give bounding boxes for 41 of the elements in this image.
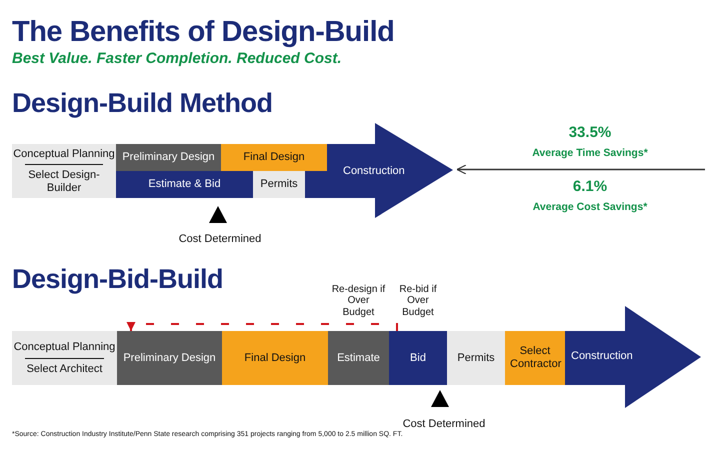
segment-label: Estimate bbox=[337, 352, 380, 364]
phase-segment bbox=[221, 144, 327, 171]
segment-label: Select Contractor bbox=[510, 345, 560, 371]
title: The Benefits of Design-Build bbox=[12, 16, 394, 49]
phase-arrow bbox=[565, 306, 701, 408]
stat-caption: Average Cost Savings* bbox=[532, 201, 648, 213]
segment-label: Conceptual Planning bbox=[14, 340, 116, 354]
stat-value: 33.5% bbox=[568, 124, 612, 141]
segment-label: Permits bbox=[457, 352, 495, 364]
subtitle: Best Value. Faster Completion. Reduced Cost. bbox=[12, 50, 342, 67]
segment-label: Final Design bbox=[243, 151, 305, 164]
segment-label: Select Design-Builder bbox=[27, 169, 101, 194]
segment-label: Conceptual Planning bbox=[13, 148, 115, 160]
segment-label: Estimate & Bid bbox=[148, 178, 221, 191]
segment-label: Bid bbox=[410, 352, 426, 364]
phase-segment bbox=[222, 331, 328, 385]
segment-label: Preliminary Design bbox=[123, 352, 216, 364]
phase-segment bbox=[12, 144, 116, 198]
phase-segment bbox=[117, 331, 222, 385]
phase-arrow bbox=[305, 123, 453, 218]
phase-segment bbox=[253, 171, 305, 198]
stat-value: 6.1% bbox=[572, 178, 608, 195]
milestone-label: Cost Determined bbox=[402, 418, 486, 430]
section-heading: Design-Bid-Build bbox=[12, 264, 223, 295]
note-label: Re-design if Over Budget bbox=[332, 284, 386, 318]
stat-caption: Average Time Savings* bbox=[531, 147, 649, 159]
phase-segment bbox=[116, 171, 253, 198]
note-label: Re-bid if Over Budget bbox=[398, 284, 438, 318]
section-heading: Design-Build Method bbox=[12, 88, 272, 119]
phase-segment bbox=[447, 331, 505, 385]
arrow bbox=[456, 164, 705, 175]
phase-segment bbox=[116, 144, 221, 171]
milestone-label: Cost Determined bbox=[178, 233, 262, 245]
phase-segment bbox=[505, 331, 565, 385]
segment-label: Permits bbox=[260, 178, 298, 191]
segment-label: Select Architect bbox=[26, 362, 102, 376]
segment-label: Construction bbox=[571, 350, 633, 363]
segment-label: Construction bbox=[343, 165, 405, 178]
segment-label: Final Design bbox=[244, 352, 306, 364]
phase-segment bbox=[12, 331, 117, 385]
segment-label: Preliminary Design bbox=[122, 151, 215, 164]
